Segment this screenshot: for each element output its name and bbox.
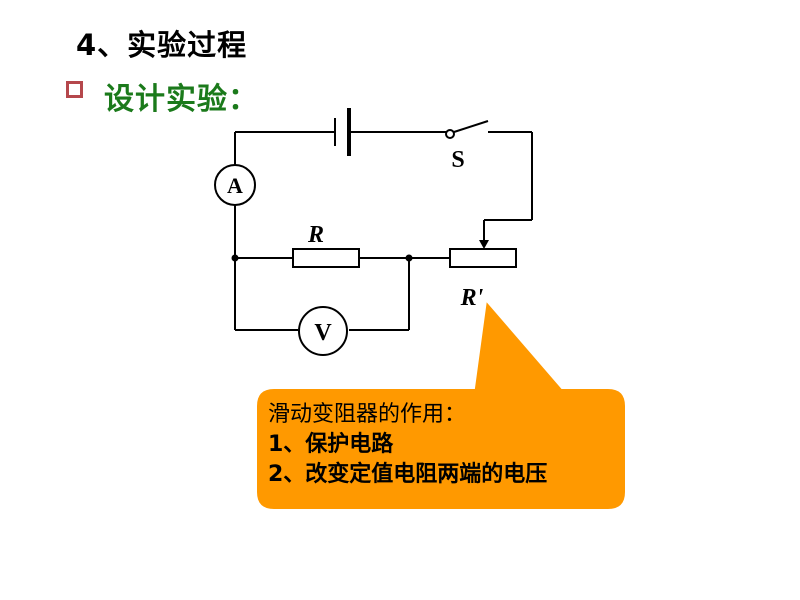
resistor-symbol [292,248,360,268]
junction-dot [231,254,239,262]
voltmeter-label: V [314,320,332,346]
voltmeter-symbol [298,306,348,356]
slide-title: 4、实验过程 [76,28,248,62]
rheostat-symbol [449,248,517,268]
callout-line-1: 1、保护电路 [268,432,394,457]
ammeter-label: A [227,173,243,198]
switch-label: S [451,147,464,173]
callout-line-2: 2、改变定值电阻两端的电压 [268,462,548,487]
ammeter-symbol [214,164,256,206]
resistor-label: R [307,222,324,248]
battery-icon [334,108,351,156]
callout-line-title: 滑动变阻器的作用： [268,402,467,427]
wires [234,131,533,331]
switch-icon [445,120,489,139]
square-bullet-icon [66,81,83,98]
rheostat-label: R' [460,285,484,311]
slider-arrow-icon [479,240,489,249]
callout-bubble [255,297,627,511]
junction-dot [405,254,413,262]
callout-text: 滑动变阻器的作用： 1、保护电路 2、改变定值电阻两端的电压 [268,400,547,490]
section-title: 设计实验： [104,82,259,117]
